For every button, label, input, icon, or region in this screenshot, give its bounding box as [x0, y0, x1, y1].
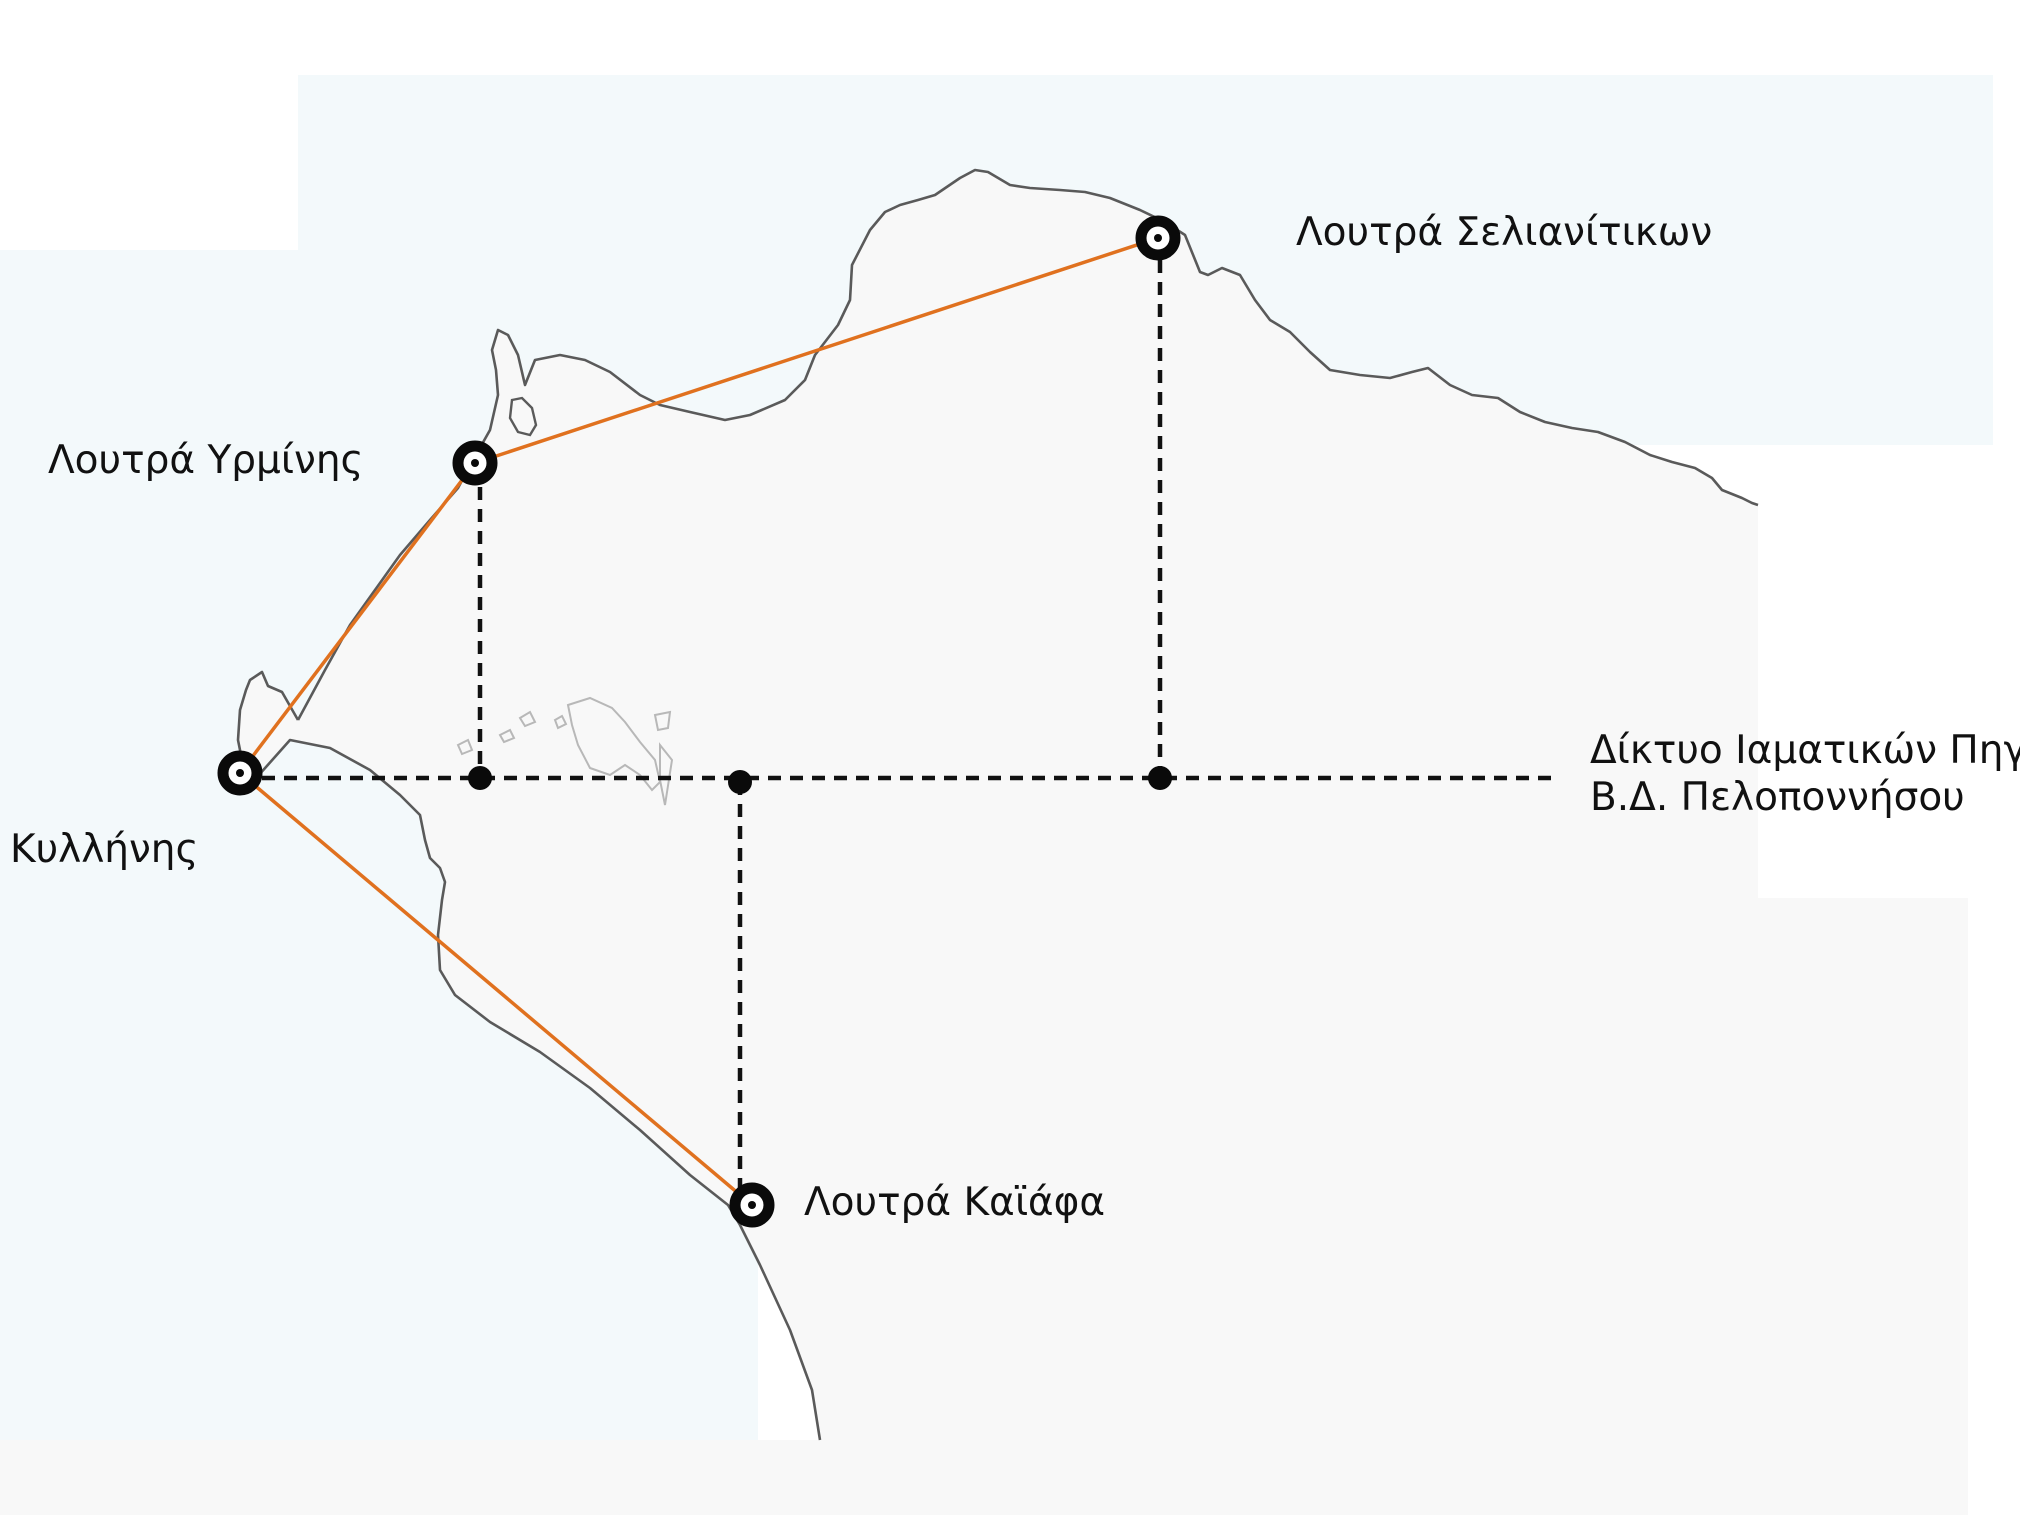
islets [456, 696, 674, 806]
label-kyllini: Κυλλήνης [10, 827, 199, 872]
network-lines [240, 238, 1560, 1205]
station-yrmini[interactable] [452, 440, 498, 486]
route-kyllini-yrmini [238, 461, 477, 775]
dot-junction-icon [728, 770, 752, 794]
route-yrmini-selianitika [474, 236, 1159, 465]
station-kyllini[interactable] [217, 750, 263, 796]
label-selianitika: Λουτρά Σελιανίτικων [1296, 210, 1713, 255]
coastline-north [296, 168, 1759, 721]
station-selianitika[interactable] [1135, 215, 1181, 261]
station-kaiafa[interactable] [729, 1182, 775, 1228]
lagoon [508, 396, 538, 437]
land-area [0, 170, 1968, 1515]
dot-junction-icon [468, 766, 492, 790]
label-yrmini: Λουτρά Υρμίνης [48, 438, 364, 483]
route-kyllini-kaiafa [238, 771, 754, 1207]
coastline [236, 670, 822, 1441]
label-kaiafa: Λουτρά Καϊάφα [804, 1180, 1106, 1225]
route-lines [238, 236, 1159, 1207]
dot-junction-icon [1148, 766, 1172, 790]
label-network-title: Δίκτυο Ιαματικών Πηγ Β.Δ. Πελοποννήσου [1590, 728, 2020, 822]
label-network-line1: Δίκτυο Ιαματικών Πηγ [1590, 728, 2020, 773]
junctions [468, 766, 1172, 794]
label-network-line2: Β.Δ. Πελοποννήσου [1590, 774, 1965, 820]
